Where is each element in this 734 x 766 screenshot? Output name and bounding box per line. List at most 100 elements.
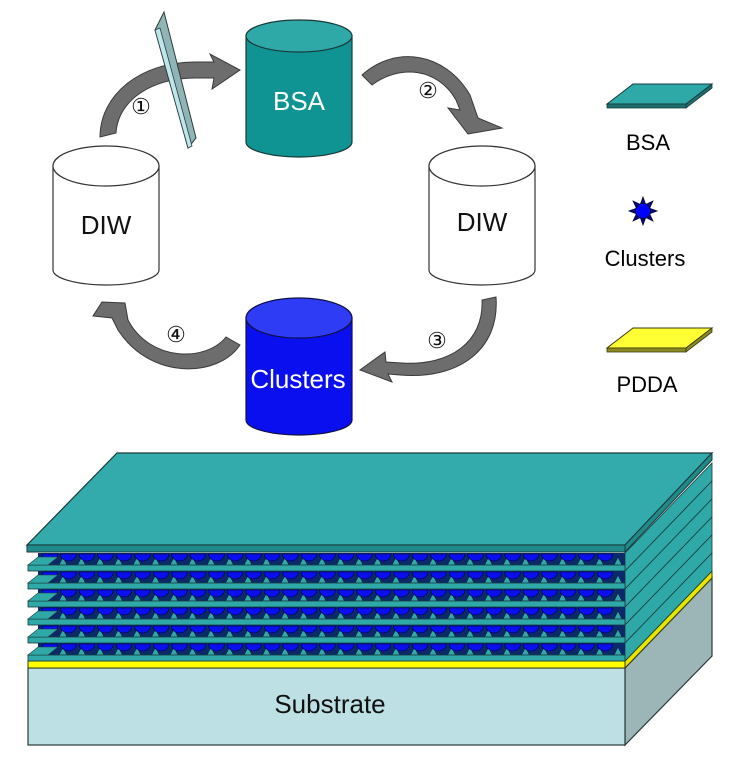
bsa-beaker: BSA [245,19,353,158]
cluster-dot [596,553,614,562]
cluster-dot [374,553,392,562]
cluster-dot [596,571,614,580]
cluster-dot [337,553,355,562]
cluster-dot [467,625,484,634]
cluster-dot [78,607,96,616]
diw-left-label: DIW [81,210,132,240]
cluster-dot [60,571,77,580]
cluster-dot [171,607,188,616]
cluster-dot [300,643,318,652]
cluster-dot [596,589,614,598]
cluster-dot [448,571,466,580]
cluster-dot [559,589,577,598]
top-bsa-plate [25,451,714,554]
cluster-dot [60,625,77,634]
cluster-dot [374,643,392,652]
cluster-dot [97,625,114,634]
cluster-dot [467,571,484,580]
substrate-front-face [27,667,626,746]
cluster-dot [115,589,133,598]
cluster-dot [448,589,466,598]
cluster-dot [504,571,521,580]
cluster-dot [189,607,207,616]
cluster-dot [541,643,558,652]
cluster-dot [541,625,558,634]
cluster-dot [504,589,521,598]
bilayer [27,534,713,644]
cluster-dot [522,625,540,634]
cluster-dot [411,643,429,652]
cluster-dot [578,553,595,562]
cluster-dot [467,589,484,598]
cluster-dot [541,553,558,562]
cluster-dot [97,643,114,652]
cluster-dot [226,553,244,562]
cluster-dot [263,643,281,652]
cluster-dot [282,607,299,616]
cluster-dot [245,553,262,562]
legend-item-bsa: BSA [605,83,714,155]
arrow-step-4 [92,301,241,370]
cluster-dot [559,643,577,652]
substrate-label: Substrate [274,689,385,719]
cluster-dot [467,607,484,616]
cluster-dot [78,625,96,634]
cluster-dot [578,625,595,634]
cluster-dot [504,553,521,562]
cluster-dot [319,589,336,598]
cluster-dot [115,553,133,562]
cluster-dot [596,625,614,634]
cluster-dot [356,571,373,580]
cluster-dot [263,625,281,634]
cluster-dot [559,571,577,580]
cluster-dot [448,643,466,652]
cluster-dot [356,589,373,598]
cluster-dot [226,571,244,580]
cluster-dot [319,625,336,634]
substrate-slide-icon [154,10,197,150]
cluster-dot [393,625,410,634]
cluster-dot [226,589,244,598]
arrow-step-1 [99,52,241,138]
cluster-dot [263,553,281,562]
cluster-dot [245,625,262,634]
cluster-dot [596,607,614,616]
cluster-dot [356,553,373,562]
arrow-step-2 [361,56,504,135]
cluster-dot [115,625,133,634]
cluster-dot [97,571,114,580]
cluster-dot [411,607,429,616]
cluster-dot [60,607,77,616]
cluster-dot [208,643,225,652]
cluster-dot [374,571,392,580]
step-label-2: ② [418,78,438,103]
cluster-dot [226,625,244,634]
cluster-dot [393,643,410,652]
cluster-dot [485,553,503,562]
bsa-layer-edge [27,574,59,584]
cluster-dot [504,643,521,652]
cluster-dot [578,607,595,616]
step-label-1: ① [131,94,151,119]
cluster-dot [282,589,299,598]
cluster-dot [559,607,577,616]
bsa-layer-edge [27,592,59,602]
bsa-layer-edge [27,646,59,656]
cluster-dot [189,625,207,634]
pdda-layer-front [27,660,626,669]
cluster-dot [430,553,447,562]
cluster-dot [171,589,188,598]
cluster-dot [152,625,170,634]
cluster-dot [541,589,558,598]
cluster-dot [578,571,595,580]
bsa-beaker-label: BSA [273,86,326,116]
cluster-dot [393,553,410,562]
cluster-dot [485,625,503,634]
cluster-dot [319,643,336,652]
bsa-layer-edge [27,556,59,566]
cluster-dot [245,643,262,652]
cluster-dot [263,607,281,616]
cluster-dot [337,607,355,616]
cluster-dot [226,643,244,652]
cluster-dot [245,607,262,616]
